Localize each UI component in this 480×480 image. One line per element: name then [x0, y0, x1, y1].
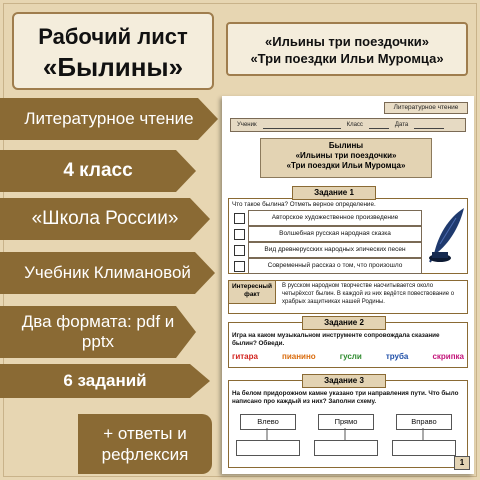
task1-question: Что такое былина? Отметь верное определе…	[232, 201, 376, 208]
scheme-arrows	[266, 428, 424, 440]
task1-checkbox-2[interactable]	[234, 229, 245, 240]
page-number: 1	[454, 456, 470, 470]
answer-field-left[interactable]	[236, 440, 300, 456]
instrument-word[interactable]: гитара	[232, 352, 258, 361]
textbook-arrow: Учебник Климановой	[0, 252, 215, 294]
worksheet-preview: Литературное чтение Ученик Класс Дата Бы…	[222, 96, 474, 474]
grade-text: 4 класс	[63, 160, 133, 181]
direction-straight: Прямо	[318, 414, 374, 430]
task1-option-1: Авторское художественное произведение	[248, 210, 422, 226]
answers-text: + ответы и рефлексия	[101, 424, 189, 464]
story-title-box: «Ильины три поездочки» «Три поездки Ильи…	[226, 22, 468, 76]
direction-left: Влево	[240, 414, 296, 430]
fact-label-text: Интересный факт	[232, 283, 272, 298]
title-line-2: «Былины»	[42, 52, 184, 82]
task1-label: Задание 1	[292, 186, 376, 200]
slide-frame	[3, 3, 477, 477]
task3-label: Задание 3	[302, 374, 386, 388]
task3-question: На белом придорожном камне указано три н…	[232, 390, 459, 405]
fact-text: В русском народном творчестве насчитывае…	[282, 283, 455, 305]
task1-checkbox-1[interactable]	[234, 213, 245, 224]
class-line	[368, 121, 389, 129]
student-line	[262, 121, 341, 129]
task2-label: Задание 2	[302, 316, 386, 330]
task1-option-4: Современный рассказ о том, что произошло	[248, 258, 422, 274]
date-line	[414, 121, 445, 129]
answer-field-right[interactable]	[392, 440, 456, 456]
student-info-bar: Ученик Класс Дата	[230, 118, 466, 132]
tasks-count-text: 6 заданий	[63, 371, 147, 390]
task2-question: Игра на каком музыкальном инструменте со…	[232, 332, 440, 347]
title-box: Рабочий лист «Былины»	[12, 12, 214, 90]
student-label: Ученик	[237, 122, 257, 128]
story-title-line-1: «Ильины три поездочки»	[265, 34, 429, 49]
worksheet-title-line-3: «Три поездки Ильи Муромца»	[286, 161, 406, 170]
subject-arrow: Литературное чтение	[0, 98, 218, 140]
instrument-word[interactable]: скрипка	[432, 352, 464, 361]
instrument-word[interactable]: гусли	[339, 352, 362, 361]
task1-option-3: Вид древнерусских народных эпических пес…	[248, 242, 422, 258]
worksheet-title-line-1: Былины	[328, 141, 364, 150]
story-title-line-2: «Три поездки Ильи Муромца»	[250, 51, 444, 66]
program-arrow: «Школа России»	[0, 198, 210, 240]
instrument-list: гитара пианино гусли труба скрипка	[232, 352, 464, 361]
worksheet-title-line-2: «Ильины три поездочки»	[295, 151, 397, 160]
worksheet-title: Былины «Ильины три поездочки» «Три поезд…	[260, 138, 432, 178]
tasks-count-arrow: 6 заданий	[0, 364, 210, 398]
textbook-text: Учебник Климановой	[24, 263, 191, 282]
grade-arrow: 4 класс	[0, 150, 196, 192]
task1-checkbox-3[interactable]	[234, 245, 245, 256]
subject-tag: Литературное чтение	[384, 102, 468, 114]
program-text: «Школа России»	[31, 208, 179, 229]
task1-option-2: Волшебная русская народная сказка	[248, 226, 422, 242]
instrument-word[interactable]: труба	[385, 352, 409, 361]
class-label: Класс	[346, 122, 363, 128]
formats-text: Два формата: pdf и pptx	[21, 312, 175, 351]
instrument-word[interactable]: пианино	[282, 352, 316, 361]
fact-label: Интересный факт	[228, 280, 276, 304]
date-label: Дата	[394, 122, 409, 128]
answer-field-straight[interactable]	[314, 440, 378, 456]
direction-right: Вправо	[396, 414, 452, 430]
answers-box: + ответы и рефлексия	[78, 414, 212, 474]
formats-arrow: Два формата: pdf и pptx	[0, 306, 196, 358]
subject-text: Литературное чтение	[24, 109, 194, 128]
title-line-1: Рабочий лист	[38, 24, 188, 49]
task1-checkbox-4[interactable]	[234, 261, 245, 272]
quill-ink-icon	[429, 208, 464, 263]
